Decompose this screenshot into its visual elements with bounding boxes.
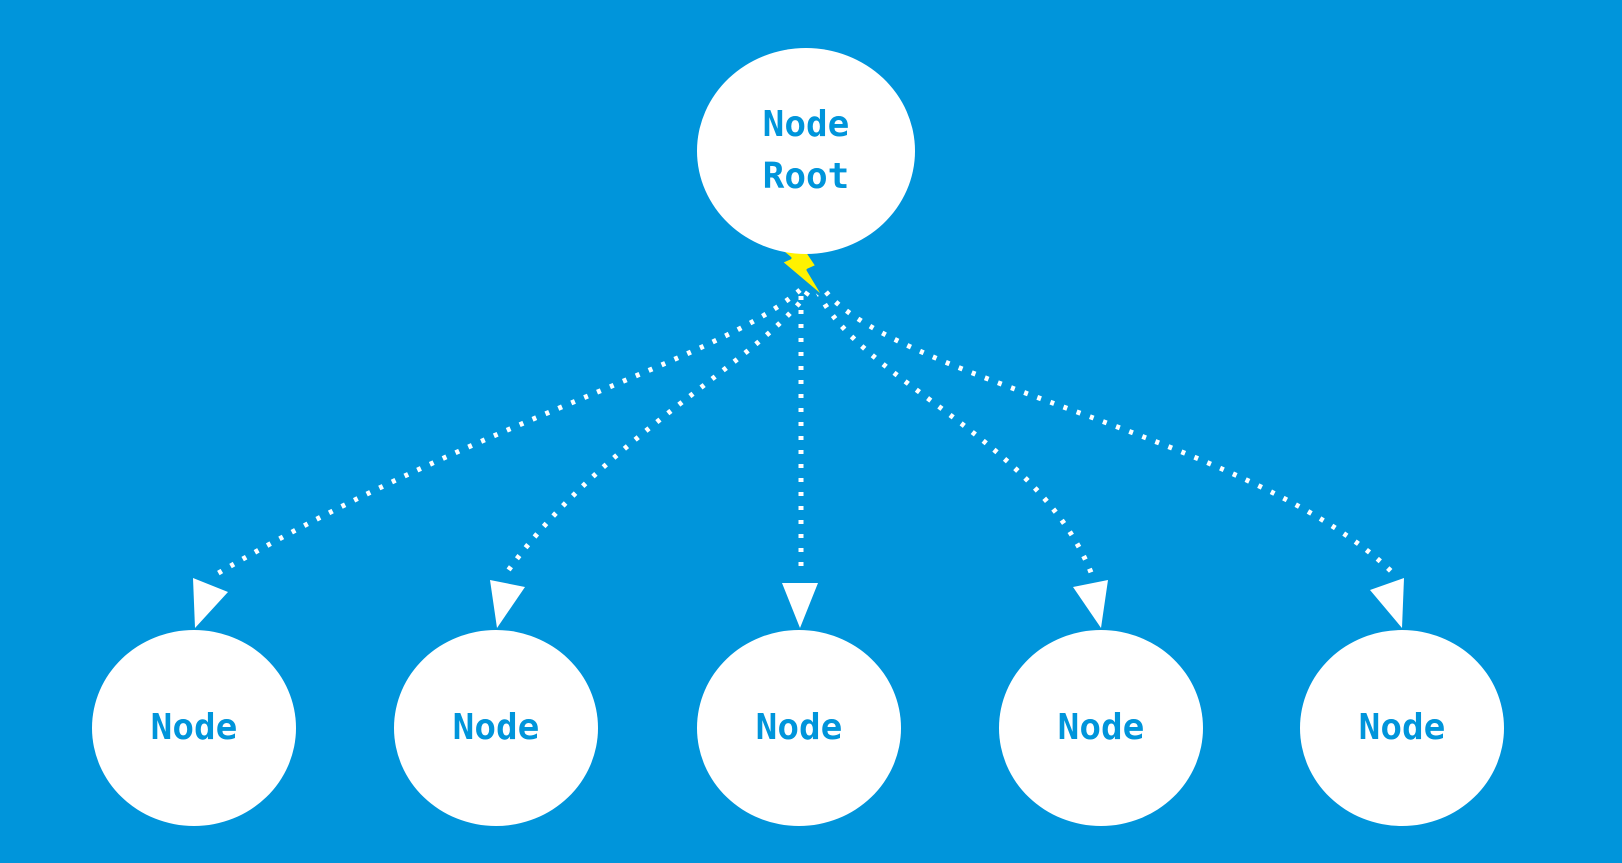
arrowhead-child-2 (782, 583, 818, 628)
edge-root-to-child-1 (502, 290, 811, 577)
arrowheads (193, 578, 1404, 628)
child-node-label: Node (1057, 707, 1145, 748)
edge-root-to-child-0 (213, 288, 802, 578)
edge-root-to-child-4 (824, 290, 1397, 577)
root-node[interactable]: Node Root (697, 48, 915, 254)
arrowhead-child-4 (1370, 578, 1404, 628)
child-node[interactable]: Node (697, 630, 901, 826)
child-node[interactable]: Node (394, 630, 598, 826)
arrowhead-child-1 (490, 580, 525, 628)
root-node-text: Node Root (763, 99, 850, 203)
child-node[interactable]: Node (1300, 630, 1504, 826)
child-node[interactable]: Node (999, 630, 1203, 826)
child-node[interactable]: Node (92, 630, 296, 826)
child-node-label: Node (452, 707, 540, 748)
child-node-label: Node (755, 707, 843, 748)
root-node-label-line2: Root (762, 156, 850, 197)
arrowhead-child-3 (1073, 580, 1108, 628)
arrowhead-child-0 (193, 578, 228, 628)
edge-root-to-child-3 (815, 290, 1095, 576)
root-node-label-line1: Node (762, 104, 850, 145)
edges (213, 288, 1397, 578)
child-node-label: Node (1358, 707, 1446, 748)
child-node-label: Node (150, 707, 238, 748)
